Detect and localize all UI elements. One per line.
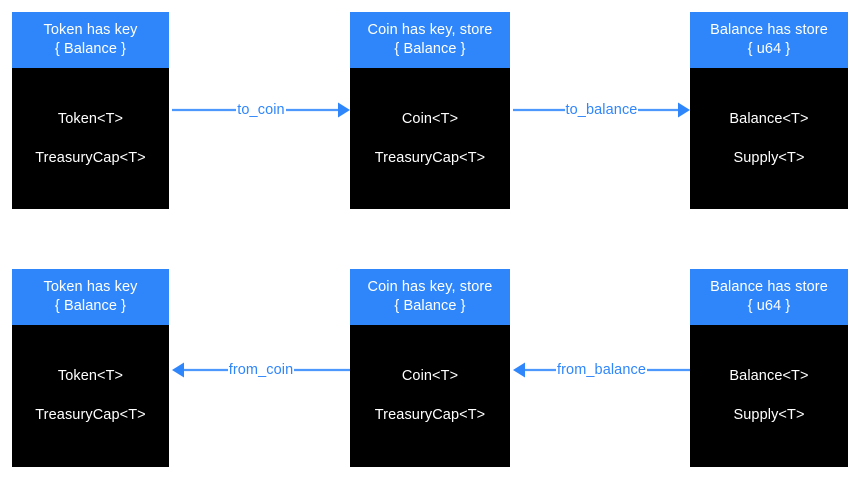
node-body: Coin<T> TreasuryCap<T> [350, 68, 510, 209]
node-body-line-1: Balance<T> [729, 368, 809, 384]
node-header: Balance has store { u64 } [690, 12, 848, 68]
node-body-line-1: Coin<T> [401, 368, 459, 384]
node-header-line-2: { u64 } [747, 298, 791, 314]
node-header-line-1: Balance has store [710, 22, 828, 38]
edge-to-coin: to_coin [172, 95, 350, 125]
node-balance-forward[interactable]: Balance has store { u64 } Balance<T> Sup… [690, 12, 848, 209]
node-balance-reverse[interactable]: Balance has store { u64 } Balance<T> Sup… [690, 269, 848, 467]
node-header-line-1: Token has key [43, 22, 138, 38]
edge-to-balance: to_balance [513, 95, 690, 125]
node-header-line-2: { Balance } [394, 298, 466, 314]
node-body-line-1: Token<T> [57, 111, 124, 127]
node-header-line-2: { u64 } [747, 41, 791, 57]
node-header-line-1: Token has key [43, 279, 138, 295]
node-body-line-2: TreasuryCap<T> [35, 407, 146, 423]
node-token-forward[interactable]: Token has key { Balance } Token<T> Treas… [12, 12, 169, 209]
node-header: Coin has key, store { Balance } [350, 269, 510, 325]
node-token-reverse[interactable]: Token has key { Balance } Token<T> Treas… [12, 269, 169, 467]
node-header-line-2: { Balance } [54, 41, 127, 57]
node-coin-reverse[interactable]: Coin has key, store { Balance } Coin<T> … [350, 269, 510, 467]
node-body-line-1: Balance<T> [729, 111, 809, 127]
edge-label-from-balance: from_balance [555, 362, 648, 378]
node-header: Token has key { Balance } [12, 269, 169, 325]
node-header-line-2: { Balance } [394, 41, 466, 57]
node-header-line-1: Coin has key, store [367, 22, 493, 38]
node-coin-forward[interactable]: Coin has key, store { Balance } Coin<T> … [350, 12, 510, 209]
edge-label-from-coin: from_coin [227, 362, 295, 378]
node-body: Balance<T> Supply<T> [690, 325, 848, 467]
edge-from-coin: from_coin [172, 355, 350, 385]
node-header-line-1: Coin has key, store [367, 279, 493, 295]
node-header-line-2: { Balance } [54, 298, 127, 314]
node-body: Coin<T> TreasuryCap<T> [350, 325, 510, 467]
node-body: Balance<T> Supply<T> [690, 68, 848, 209]
node-body-line-2: TreasuryCap<T> [374, 150, 486, 166]
node-header-line-1: Balance has store [710, 279, 828, 295]
edge-from-balance: from_balance [513, 355, 690, 385]
node-body-line-2: Supply<T> [733, 150, 805, 166]
node-body: Token<T> TreasuryCap<T> [12, 68, 169, 209]
node-body-line-1: Coin<T> [401, 111, 459, 127]
node-body-line-1: Token<T> [57, 368, 124, 384]
node-body-line-2: TreasuryCap<T> [374, 407, 486, 423]
node-body-line-2: Supply<T> [733, 407, 805, 423]
node-body-line-2: TreasuryCap<T> [35, 150, 146, 166]
edge-label-to-coin: to_coin [236, 102, 286, 118]
node-header: Token has key { Balance } [12, 12, 169, 68]
node-header: Coin has key, store { Balance } [350, 12, 510, 68]
node-header: Balance has store { u64 } [690, 269, 848, 325]
node-body: Token<T> TreasuryCap<T> [12, 325, 169, 467]
edge-label-to-balance: to_balance [564, 102, 639, 118]
